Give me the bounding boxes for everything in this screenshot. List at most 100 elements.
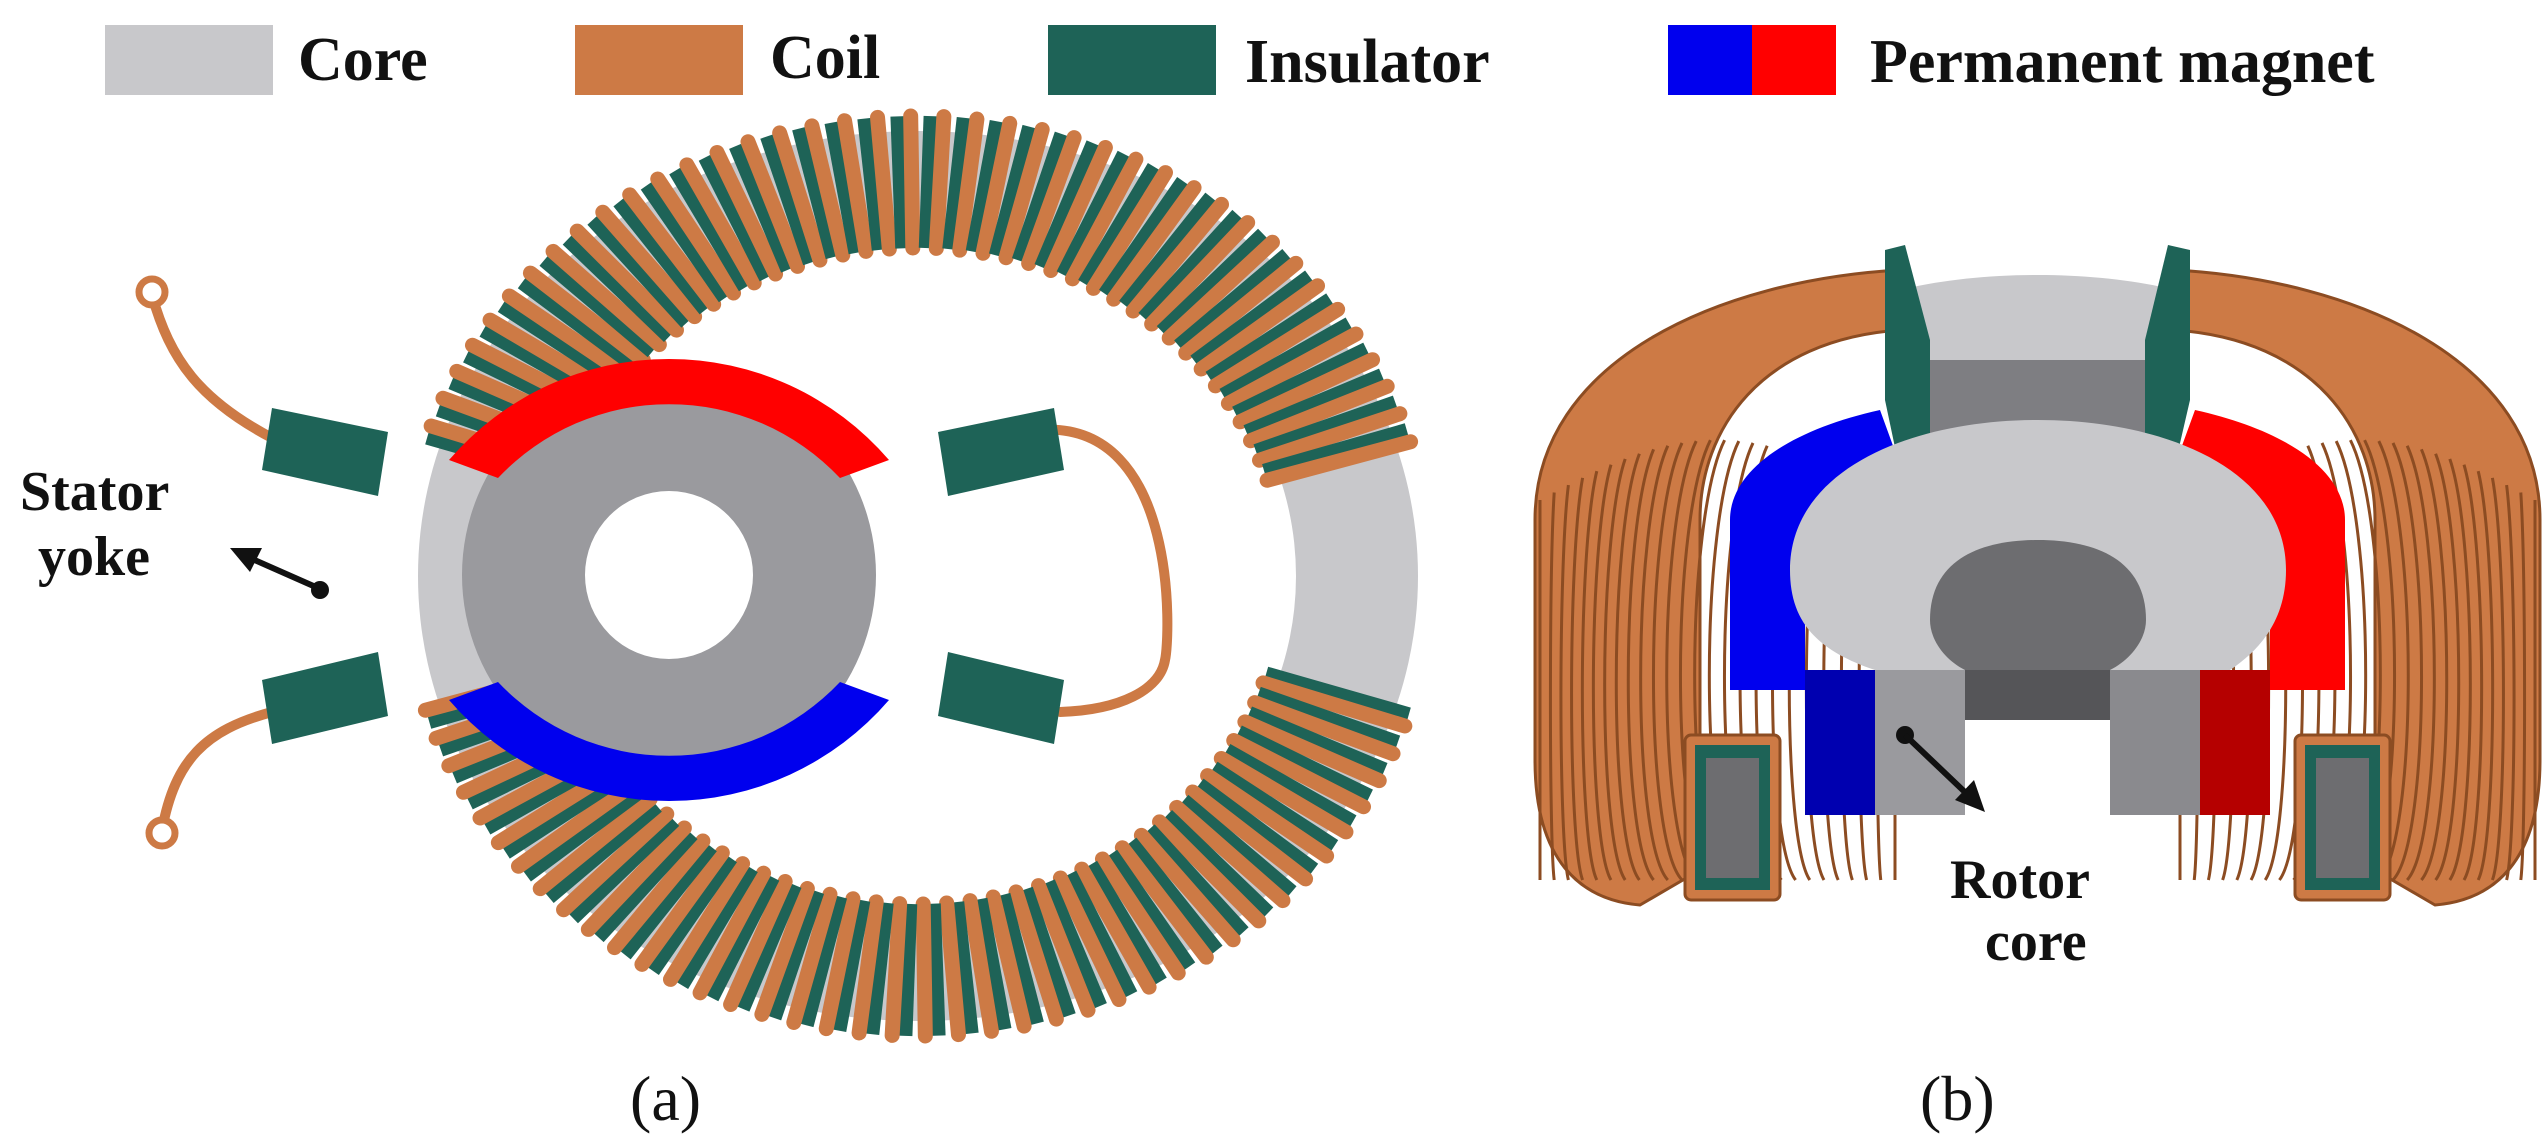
- coil-turn-edge: [1614, 453, 1641, 881]
- rotor-core: [462, 368, 876, 782]
- lead-terminal-bottom: [145, 816, 179, 850]
- coil-turn: [985, 889, 1032, 1034]
- coil-turn-edge: [2377, 440, 2410, 882]
- coil-turn: [501, 288, 636, 384]
- magnet-north-3d-face: [2200, 670, 2270, 815]
- coil-turn: [1247, 695, 1401, 762]
- coil-turn: [786, 886, 838, 1030]
- coil-turn-edge: [2448, 458, 2472, 881]
- legend: Core Coil Insulator Permanent magnet: [105, 24, 2375, 96]
- coil-turn-edge: [1548, 492, 1556, 881]
- coil-turn: [556, 806, 675, 918]
- lead-wire-right: [1035, 424, 1173, 717]
- coil-turn: [545, 243, 667, 353]
- coil-turn: [804, 118, 851, 263]
- coil-turn: [510, 775, 643, 874]
- coil-turn: [1193, 278, 1326, 377]
- coil-turn-edge: [1580, 470, 1599, 881]
- coil-turn: [915, 896, 933, 1044]
- coil-turn: [709, 144, 784, 282]
- rotor-core-bore-wall: [1965, 670, 2110, 720]
- coil-turn-edge: [2434, 453, 2461, 881]
- legend-swatch-coil: [575, 25, 743, 95]
- label-rotor-core-line1: Rotor: [1950, 849, 2090, 911]
- legend-label-core: Core: [298, 26, 428, 94]
- coil-turn-edge: [2490, 477, 2505, 881]
- coil-turn: [580, 820, 692, 937]
- coil-turn: [1169, 799, 1291, 909]
- coil-cut-end-right: [2293, 733, 2392, 902]
- coil-turn: [1152, 814, 1267, 929]
- legend-label-insulator: Insulator: [1245, 28, 1490, 96]
- coil-turn: [1030, 878, 1096, 1018]
- insulator-cap-lower-right: [938, 652, 1064, 744]
- coil-turn: [1259, 434, 1419, 488]
- coil-turn: [1094, 851, 1186, 981]
- coil-turn: [818, 891, 861, 1037]
- coil-turn-edge: [2476, 470, 2495, 881]
- rotor-core-cut-face-left: [1875, 670, 1965, 815]
- coil-turn: [1207, 301, 1346, 394]
- coil-turn: [1125, 196, 1229, 319]
- coil-turn: [1021, 130, 1082, 271]
- label-rotor-core-line2: core: [1985, 911, 2087, 973]
- lead-terminal-top: [135, 275, 169, 309]
- coil-turn: [1106, 180, 1202, 307]
- coil-turn: [607, 833, 711, 956]
- coil-turn-edge: [2391, 442, 2424, 882]
- coil-turn: [962, 893, 999, 1039]
- coil-turn: [754, 881, 815, 1022]
- rotor-core-cut-face-right: [2110, 670, 2200, 815]
- legend-swatch-magnet-blue: [1668, 25, 1752, 95]
- legend-swatch-core: [105, 25, 273, 95]
- motor-top-view: Stator yoke (a): [20, 108, 1419, 1134]
- insulator-fin-left: [1885, 245, 1930, 495]
- coil-turn-edge: [1665, 440, 1698, 882]
- lead-wire-top: [147, 290, 277, 443]
- coil-turn: [569, 223, 684, 338]
- coil-turn: [1252, 406, 1408, 468]
- coil-turn-edge: [1559, 484, 1570, 881]
- insulator-cap-upper-left: [262, 408, 388, 496]
- magnet-south-3d-face: [1805, 670, 1875, 815]
- coil-turn: [939, 895, 966, 1043]
- stator-coils: [417, 108, 1419, 1044]
- magnet-south: [449, 682, 889, 802]
- coil-turn: [1220, 326, 1364, 411]
- coil-turn-edge: [2519, 492, 2527, 881]
- coil-turn: [1114, 840, 1214, 965]
- coil-turn: [903, 108, 921, 256]
- coil-turn: [723, 874, 793, 1012]
- coil-turn: [1232, 352, 1381, 430]
- coil-turn: [1008, 884, 1064, 1027]
- coil-turn: [522, 265, 651, 368]
- magnet-north: [449, 358, 889, 478]
- insulator-cap-lower-left: [262, 652, 388, 744]
- coil-turn: [1200, 768, 1335, 864]
- coil-turn-edge: [1626, 448, 1655, 881]
- coil-turn: [1226, 733, 1372, 815]
- stator-core-back: [1900, 275, 2175, 380]
- coil-turn-edge: [2420, 448, 2449, 881]
- coil-turn: [1133, 827, 1241, 948]
- coil-turn: [532, 791, 658, 897]
- coil-turn: [1213, 750, 1354, 840]
- caption-a: (a): [630, 1063, 701, 1134]
- coil-turn: [1043, 140, 1113, 278]
- coil-turn-edge: [1651, 442, 1684, 882]
- insulator-cap-upper-right: [938, 408, 1064, 496]
- coil-turn: [975, 115, 1018, 261]
- coil-turn: [692, 865, 772, 1001]
- coil-turn: [1064, 151, 1144, 287]
- label-stator-yoke-line1: Stator: [20, 461, 169, 523]
- stator-yoke-pointer-dot: [311, 581, 329, 599]
- coil-turn: [1237, 714, 1387, 789]
- coil-turn: [634, 845, 730, 972]
- legend-label-coil: Coil: [770, 24, 880, 92]
- coil-cut-end-left: [1683, 733, 1782, 902]
- coil-turn: [595, 204, 703, 325]
- coil-body-outer-right: [2173, 268, 2542, 907]
- coil-turn: [998, 122, 1050, 266]
- coil-turn: [679, 157, 762, 291]
- coil-turn: [928, 109, 952, 256]
